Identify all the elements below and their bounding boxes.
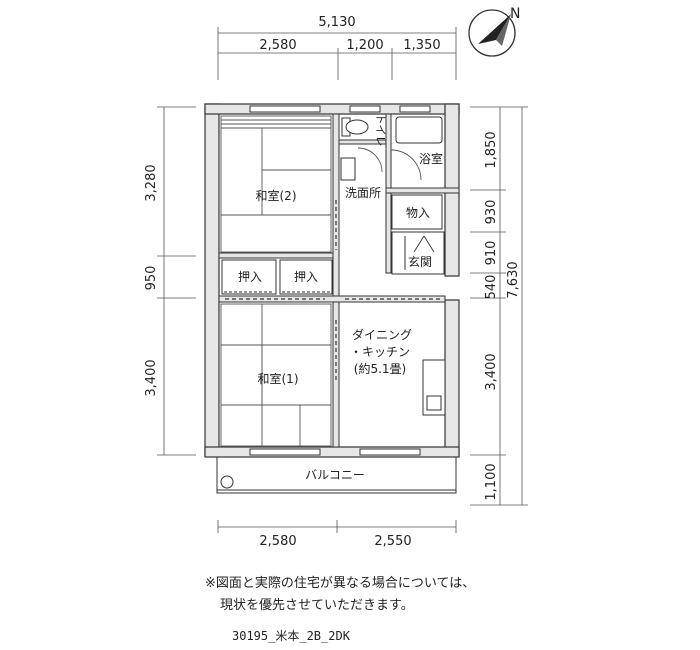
- dim-right-3: 910: [484, 241, 499, 266]
- dim-top-1: 2,580: [259, 38, 296, 53]
- dim-top-total: 5,130: [318, 15, 355, 30]
- dim-left-3: 3,400: [144, 359, 159, 396]
- storage-box: [391, 194, 443, 230]
- dim-right-5: 3,400: [484, 353, 499, 390]
- disclaimer-note-line-2: 現状を優先させていただきます。: [220, 598, 414, 613]
- room-label-dk-2: ・キッチン: [350, 345, 410, 359]
- dim-right-total: 7,630: [506, 261, 521, 298]
- north-compass-icon: N: [468, 6, 520, 57]
- room-label-senmen: 洗面所: [345, 186, 381, 200]
- dim-top-3: 1,350: [403, 38, 440, 53]
- washbasin-icon: [340, 157, 356, 181]
- compass-north-label: N: [510, 6, 520, 22]
- entrance-area: [391, 231, 445, 275]
- right-dimension-lines: [470, 106, 528, 506]
- plan-code: 30195_米本_2B_2DK: [232, 629, 350, 643]
- bottom-dimension-lines: [217, 520, 457, 533]
- dim-right-1: 1,850: [484, 131, 499, 168]
- dim-right-4: 540: [484, 275, 499, 300]
- closets: [221, 259, 333, 295]
- tatami-lines-1: [220, 303, 332, 447]
- sliding-doors: [225, 200, 440, 380]
- room-label-balcony: バルコニー: [305, 468, 365, 482]
- bathtub-icon: [395, 116, 443, 144]
- outer-walls: [204, 103, 460, 458]
- dim-top-2: 1,200: [346, 38, 383, 53]
- room-label-toilet: トイレ: [374, 114, 387, 147]
- dim-right-6: 1,100: [484, 463, 499, 500]
- room-label-oshiire-b: 押入: [294, 270, 318, 284]
- room-label-monoire: 物入: [406, 206, 430, 220]
- top-windows: [249, 105, 431, 113]
- balcony-outline: [216, 456, 457, 494]
- room-label-dk-1: ダイニング: [352, 327, 412, 342]
- dim-bottom-2: 2,550: [374, 534, 411, 549]
- dim-right-2: 930: [484, 200, 499, 225]
- room-label-washitsu-2: 和室(2): [256, 188, 297, 203]
- top-dimension-lines: [217, 27, 457, 80]
- disclaimer-note-line-1: ※図面と実際の住宅が異なる場合については、: [205, 576, 476, 591]
- dim-left-2: 950: [144, 266, 159, 291]
- bath-door-swing-icon: [390, 149, 422, 181]
- kitchen-counter-icon: [422, 359, 446, 416]
- room-label-oshiire-a: 押入: [238, 270, 262, 284]
- left-dimension-lines: [157, 106, 196, 456]
- room-label-genkan: 玄関: [408, 254, 432, 269]
- interior-walls: [218, 113, 460, 448]
- entrance-door-swing-icon: [413, 235, 435, 253]
- dim-bottom-1: 2,580: [259, 534, 296, 549]
- toilet-fixture-icon: [341, 117, 369, 137]
- washroom-door-swing-icon: [357, 147, 383, 173]
- dim-left-1: 3,280: [144, 164, 159, 201]
- room-label-dk-3: (約5.1畳): [354, 361, 406, 376]
- bottom-windows: [249, 448, 421, 456]
- room-label-bath: 浴室: [419, 151, 443, 166]
- room-label-washitsu-1: 和室(1): [258, 371, 299, 386]
- balcony-drain-icon: [220, 475, 234, 489]
- tatami-lines-2: [220, 115, 332, 253]
